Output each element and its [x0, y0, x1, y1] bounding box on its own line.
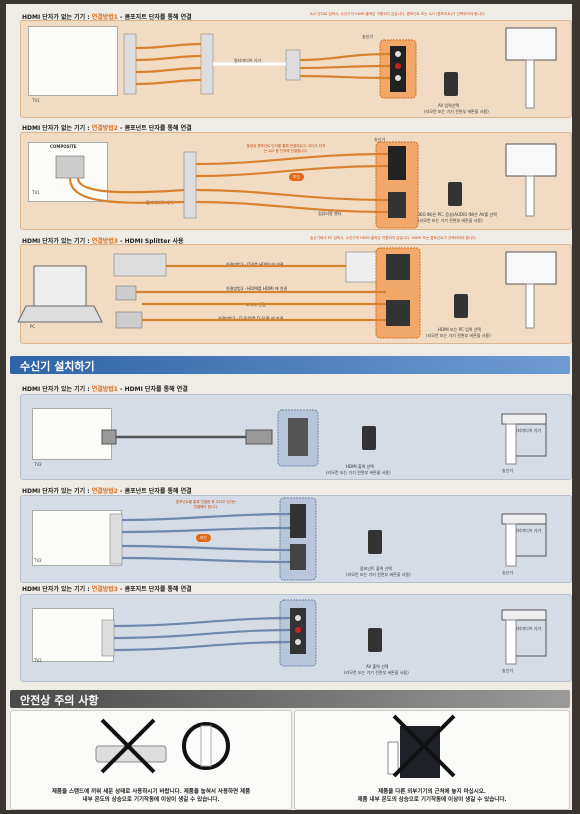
tv-label: TV1 [32, 190, 40, 195]
caption-remote: (리모컨 또는 기기 전면부 버튼을 사용) [326, 470, 391, 475]
caption-hdmi-pc-select: HDMI 또는 PC 입력 선택 [438, 327, 482, 332]
sec6-title: HDMI 단자가 있는 기기 : 연결방법3 - 콤포지트 단자를 통해 연결 [22, 586, 192, 593]
receiver-section-band: 수신기 설치하기 [10, 356, 570, 374]
sec3-drawing [17, 247, 557, 339]
sec3-title: HDMI 단자가 있는 기기 : 연결방법3 - HDMI Splitter 사… [22, 238, 184, 245]
sec6-drawing [101, 599, 547, 667]
sec4-drawing [101, 409, 547, 467]
caption-remote: (리모컨 또는 기기 전면부 버튼을 사용) [346, 572, 411, 577]
device-label: 멀티미디어 기기 [514, 626, 542, 631]
caption-pc-av-select: 영상(VIDEO IN)은 PC, 음성(AUDIO IN)은 AV를 선택 [404, 212, 497, 217]
pc-gender-label: 컴퓨터용 젠더 [318, 211, 342, 216]
caption-component-out: 콤포넌트 출력 선택 [360, 566, 392, 571]
composite-label: COMPOSITE [50, 144, 77, 149]
sec5-note: 콤포넌트를 통해 연결한 후 오디오 단자는 연결해야 합니다. [175, 500, 237, 509]
wall-plate [32, 608, 114, 662]
safety-drawing [95, 714, 456, 778]
cable-label-dvi: 연결방법3 - DVI를 HDMI 에 연결 [226, 262, 284, 267]
sec4-title: HDMI 단자가 있는 기기 : 연결방법1 - HDMI 단자를 통해 연결 [22, 386, 188, 393]
receiver-label: 송신기 [502, 668, 514, 673]
wall-plate [32, 408, 112, 460]
transmitter-label: 송신기 [362, 34, 374, 39]
caption-av-out: AV 출력 선택 [366, 664, 389, 669]
caption-hdmi-out: HDMI 출력 선택 [346, 464, 374, 469]
safety-right-text: 제품을 다른 외부기기의 근처에 놓지 마십시오. 제품 내부 온도의 상승으로… [298, 788, 566, 804]
transmitter-label: 송신기 [374, 137, 386, 142]
wall-plate [28, 26, 118, 96]
device-label: 멀티미디어 기기 [514, 528, 542, 533]
or-badge: 또는 [196, 534, 212, 542]
safety-right-line1: 제품을 다른 외부기기의 근처에 놓지 마십시오. [378, 789, 486, 795]
manual-sheet: HDMI 단자가 없는 기기 : 연결방법1 - 콤포지트 단자를 통해 연결 … [6, 4, 572, 810]
sec5-title: HDMI 단자가 있는 기기 : 연결방법2 - 콤포넌트 단자를 통해 연결 [22, 488, 192, 495]
sec3-notice: 송신기에서 PC 입력시, 수신기의 HDMI 출력은 지원되지 않습니다. H… [310, 236, 477, 240]
safety-left-line1: 제품을 스탠드에 끼워 세운 상태로 사용하시기 바랍니다. 제품을 눕혀서 사… [51, 789, 251, 795]
safety-left-text: 제품을 스탠드에 끼워 세운 상태로 사용하시기 바랍니다. 제품을 눕혀서 사… [20, 788, 282, 804]
caption-remote: (리모컨 또는 기기 전면부 버튼을 사용) [344, 670, 409, 675]
sec2-title: HDMI 단자가 없는 기기 : 연결방법2 - 콤포넌트 단자를 통해 연결 [22, 125, 192, 132]
caption-av-select: AV 입력선택 [438, 103, 460, 108]
sec1-notice: A/V 단자로 입력시, 수신기의 HDMI 출력은 지원되지 않습니다. 콤포… [310, 12, 486, 16]
tv-label: TV2 [34, 462, 42, 467]
device-label: 멀티미디어 기기 [514, 428, 542, 433]
sec5-drawing [109, 497, 547, 581]
sec2-panel [20, 132, 572, 230]
pc-label: PC [30, 324, 36, 329]
receiver-label: 송신기 [502, 468, 514, 473]
cable-label-hdmi: 연결방법3 - HDMI를 HDMI 에 연결 [226, 286, 288, 291]
caption-remote: (리모컨 또는 기기 전면부 버튼을 사용) [424, 109, 489, 114]
receiver-label: 송신기 [502, 570, 514, 575]
device-label: 멀티미디어 기기 [234, 58, 262, 63]
safety-section-band: 안전상 주의 사항 [10, 690, 570, 708]
or-badge: 또는 [289, 173, 305, 181]
caption-remote: (리모컨 또는 기기 전면부 버튼을 사용) [426, 333, 491, 338]
tv-label: TV2 [34, 658, 42, 663]
sec1-drawing [123, 27, 557, 109]
safety-right-line2: 제품 내부 온도의 상승으로 기기작동에 이상이 생길 수 있습니다. [357, 797, 507, 803]
safety-left-line2: 내부 온도의 상승으로 기기작동에 이상이 생길 수 있습니다. [82, 797, 220, 803]
tv-label: TV1 [32, 98, 40, 103]
cable-label-dsub: 연결방법3 - D-SUB를 D-SUB 에 연결 [218, 316, 284, 321]
sec1-title: HDMI 단자가 없는 기기 : 연결방법1 - 콤포지트 단자를 통해 연결 [22, 14, 192, 21]
sec2-note: 동영상 콤포넌트 단자를 통해 연결되었고, 오디오 단자는 A/V 용 단자에… [246, 144, 326, 153]
tv-label: TV2 [34, 558, 42, 563]
sec3-panel [20, 244, 572, 344]
caption-remote: (리모컨 또는 기기 전면부 버튼을 사용) [418, 218, 483, 223]
sec2-drawing [55, 141, 557, 229]
wall-plate [32, 510, 122, 566]
